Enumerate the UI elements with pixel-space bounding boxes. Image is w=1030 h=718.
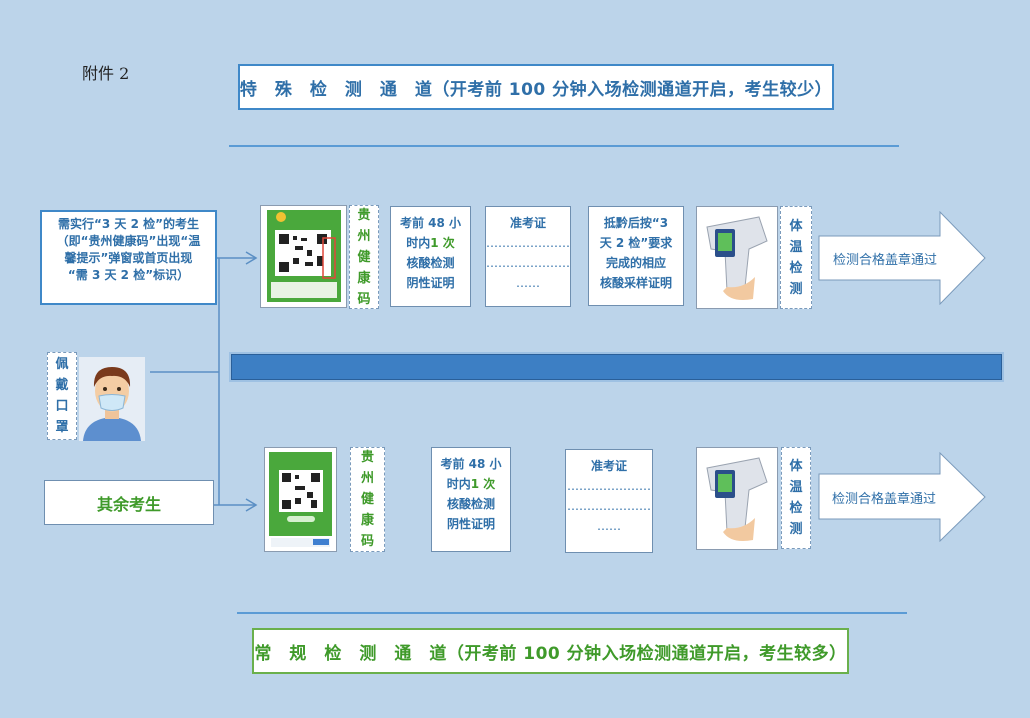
channel-separator-band [229, 352, 1004, 382]
thermometer-icon [706, 457, 768, 541]
thermometer-icon [706, 216, 768, 300]
special-channel-title: 特 殊 检 测 通 道（开考前 100 分钟入场检测通道开启，考生较少） [238, 64, 834, 110]
qr-code-icon [267, 210, 341, 302]
health-code-phone-image [264, 447, 337, 552]
special-requirement-box: 需实行“3 天 2 检”的考生 （即“贵州健康码”出现“温 馨提示”弹窗或首页出… [40, 210, 217, 305]
other-students-box: 其余考生 [44, 480, 214, 525]
pass-arrow-bottom [818, 452, 986, 542]
attachment-label: 附件 2 [82, 64, 130, 83]
three-day-test-box: 抵黔后按“3 天 2 检”要求 完成的相应 核酸采样证明 [588, 206, 684, 306]
pass-text-top: 检测合格盖章通过 [833, 253, 938, 268]
nucleic-test-box: 考前 48 小 时内1 次 核酸检测 阴性证明 [431, 447, 511, 552]
mask-label: 佩 戴 口 罩 [47, 352, 77, 440]
bottom-divider [237, 612, 907, 614]
thermometer-image [696, 206, 778, 309]
top-divider [229, 145, 899, 147]
admission-ticket-box: 准考证 ………………… ………………… …… [485, 206, 571, 307]
temperature-check-label: 体 温 检 测 [781, 447, 811, 549]
requirement-line: （即“贵州健康码”出现“温 [56, 234, 201, 248]
health-code-phone-image [260, 205, 347, 308]
temperature-check-label: 体 温 检 测 [780, 206, 812, 309]
admission-ticket-box: 准考证 ………………… ………………… …… [565, 449, 653, 553]
pass-text-bottom: 检测合格盖章通过 [832, 492, 937, 507]
regular-channel-title: 常 规 检 测 通 道（开考前 100 分钟入场检测通道开启，考生较多） [252, 628, 849, 674]
requirement-line: 需实行“3 天 2 检”的考生 [57, 217, 199, 231]
health-code-label: 贵 州 健 康 码 [350, 447, 385, 552]
masked-person-illustration [79, 357, 145, 441]
requirement-line: “需 3 天 2 检”标识） [67, 268, 190, 282]
pass-arrow-top [818, 211, 986, 305]
requirement-line: 馨提示”弹窗或首页出现 [64, 251, 193, 265]
qr-code-icon [269, 452, 332, 547]
nucleic-test-box: 考前 48 小 时内1 次 核酸检测 阴性证明 [390, 206, 471, 307]
health-code-label: 贵 州 健 康 码 [349, 205, 379, 309]
thermometer-image [696, 447, 778, 550]
